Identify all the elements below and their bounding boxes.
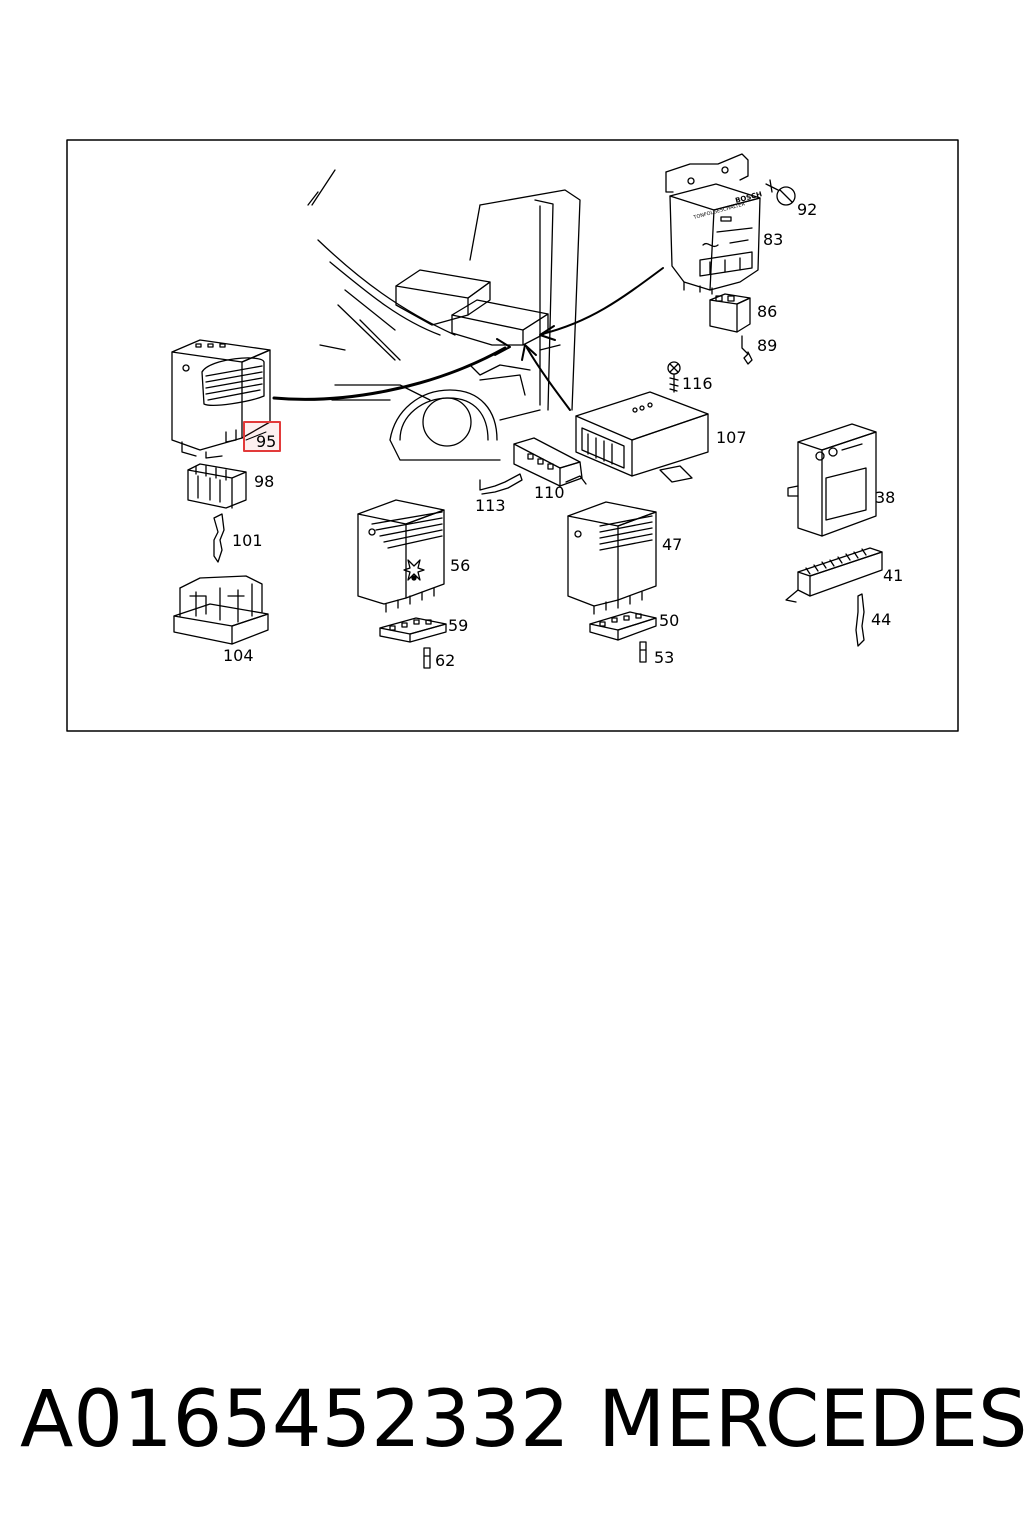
- label-110: 110: [534, 483, 565, 502]
- part-83-relay: [665, 153, 761, 295]
- part-95-relay: [171, 339, 271, 459]
- label-44: 44: [871, 610, 891, 629]
- label-92: 92: [797, 200, 817, 219]
- label-38: 38: [875, 488, 895, 507]
- parts-diagram: BOSCH TONFOLGESCHALTER: [66, 139, 959, 732]
- vehicle-module-upper: [395, 269, 491, 326]
- vehicle-sketch: [307, 169, 581, 461]
- label-62: 62: [435, 651, 455, 670]
- vehicle-module-lower: [451, 299, 549, 346]
- label-116: 116: [682, 374, 713, 393]
- part-47-relay: [567, 501, 657, 615]
- label-101: 101: [232, 531, 263, 550]
- label-86: 86: [757, 302, 777, 321]
- part-107-control-unit: [575, 391, 709, 483]
- part-98-connector: [187, 463, 247, 509]
- part-41-connector: [785, 547, 883, 603]
- label-98: 98: [254, 472, 274, 491]
- leader-95: [245, 431, 267, 441]
- part-50-socket: [589, 611, 657, 641]
- label-50: 50: [659, 611, 679, 630]
- part-92-screw: [765, 179, 796, 206]
- arrow-left-relay-head: [494, 338, 511, 356]
- part-101-terminal: [213, 513, 225, 563]
- arrow-ecu-107-head: [521, 344, 537, 361]
- label-56: 56: [450, 556, 470, 575]
- part-53-terminal: [639, 641, 647, 663]
- label-104: 104: [223, 646, 254, 665]
- part-38-module: [787, 423, 877, 537]
- label-41: 41: [883, 566, 903, 585]
- part-110-connector: [513, 437, 587, 487]
- part-116-screw: [667, 361, 681, 393]
- diagram-frame: [66, 139, 959, 732]
- part-number: A0165452332: [20, 1375, 570, 1465]
- label-89: 89: [757, 336, 777, 355]
- part-59-socket: [379, 617, 447, 643]
- part-113-terminal: [479, 473, 523, 495]
- label-95-highlighted: 95: [256, 432, 276, 451]
- part-44-terminal: [855, 593, 865, 647]
- label-107: 107: [716, 428, 747, 447]
- label-83: 83: [763, 230, 783, 249]
- part-104-holder: [173, 575, 269, 645]
- part-56-relay: [357, 499, 445, 613]
- arrow-tonfolge: [541, 267, 664, 335]
- part-86-connector: [709, 293, 751, 333]
- arrow-ecu-107: [526, 347, 571, 411]
- relay-stamp-name: TONFOLGESCHALTER: [692, 201, 746, 221]
- arrow-left-relay: [272, 346, 507, 401]
- footer: A0165452332 MERCEDES: [0, 1370, 1024, 1470]
- part-89-terminal: [741, 335, 753, 365]
- part-62-terminal: [423, 647, 431, 669]
- brand-name: MERCEDES: [598, 1375, 1024, 1465]
- label-113: 113: [475, 496, 506, 515]
- label-53: 53: [654, 648, 674, 667]
- arrow-tonfolge-head: [539, 325, 556, 341]
- label-59: 59: [448, 616, 468, 635]
- highlight-box-95: [243, 421, 281, 452]
- label-47: 47: [662, 535, 682, 554]
